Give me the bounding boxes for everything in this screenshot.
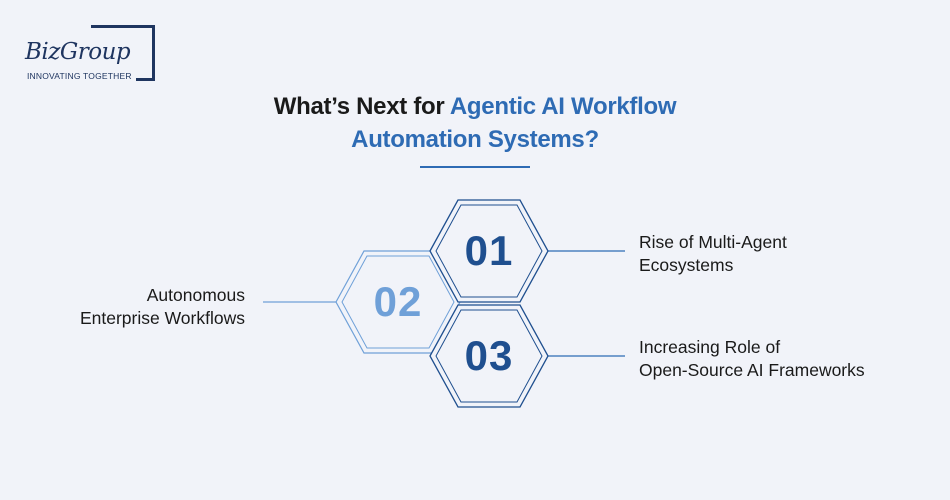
- item-label-01: Rise of Multi-Agent Ecosystems: [639, 231, 787, 277]
- item-01-line1: Rise of Multi-Agent: [639, 232, 787, 252]
- hexagon-03-outer: [429, 304, 549, 408]
- logo-wordmark: BizGroup: [25, 39, 134, 65]
- title-prefix: What’s Next for: [273, 93, 450, 120]
- item-02-line2: Enterprise Workflows: [79, 308, 245, 328]
- title-accent-line1: Agentic AI Workflow: [449, 93, 677, 120]
- hexagon-01-outer: [429, 199, 549, 303]
- title-accent-line2: Automation Systems?: [351, 126, 599, 153]
- item-03-line1: Increasing Role of: [639, 337, 781, 357]
- hexagon-03-inner: [435, 309, 543, 403]
- item-label-02: Autonomous Enterprise Workflows: [40, 284, 245, 330]
- hexagon-01-inner: [435, 204, 543, 298]
- item-02-line1: Autonomous: [146, 285, 245, 305]
- step-number-03: 03: [464, 332, 514, 379]
- step-number-02: 02: [373, 278, 423, 325]
- hexagon-02-inner: [341, 255, 455, 349]
- title-underline: [420, 166, 530, 168]
- logo-tagline: INNOVATING TOGETHER: [27, 71, 136, 81]
- step-number-01: 01: [464, 227, 514, 274]
- page-title: What’s Next for Agentic AI Workflow Auto…: [0, 90, 950, 156]
- item-03-line2: Open-Source AI Frameworks: [639, 360, 865, 380]
- item-label-03: Increasing Role of Open-Source AI Framew…: [639, 336, 865, 382]
- brand-logo: BizGroup INNOVATING TOGETHER: [25, 25, 157, 83]
- item-01-line2: Ecosystems: [639, 255, 734, 275]
